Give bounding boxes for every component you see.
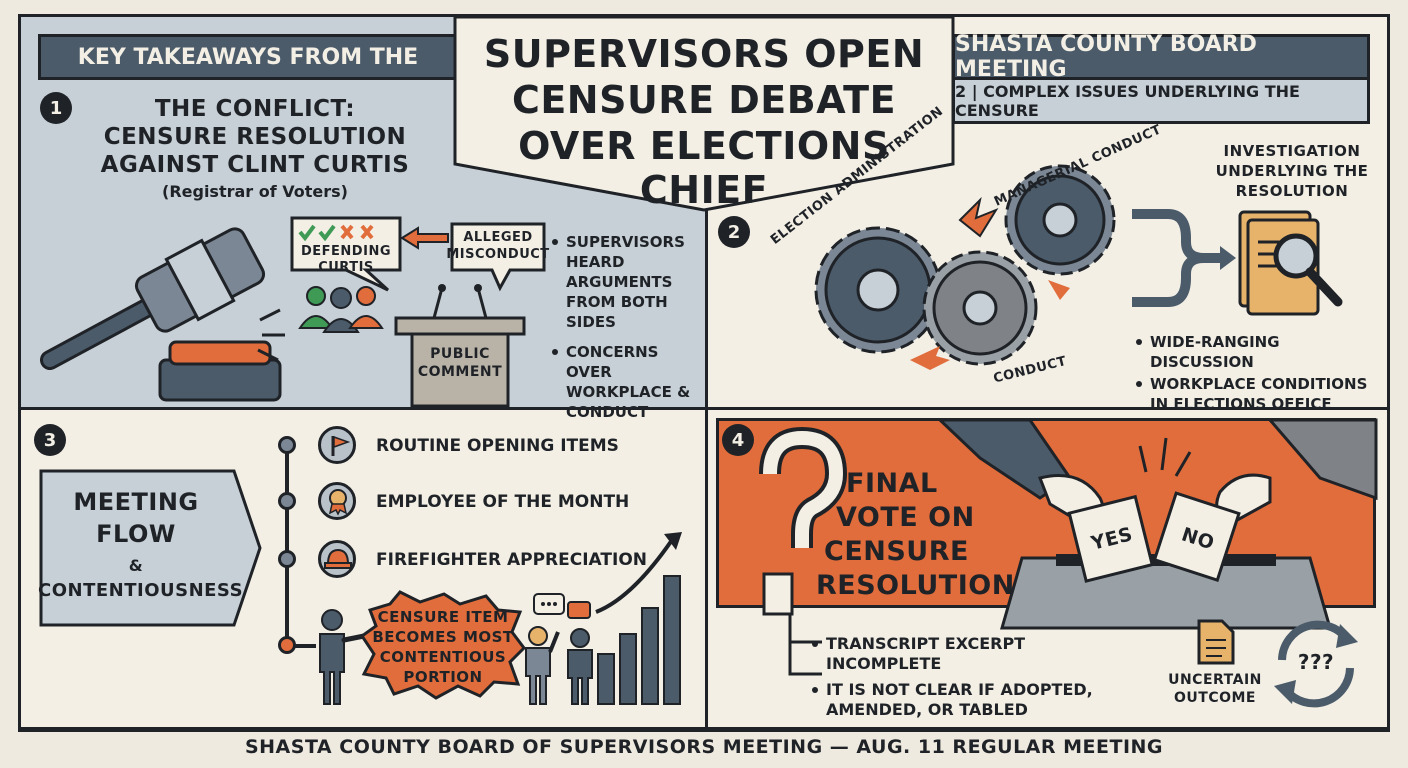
- panel-1-bullet: CONCERNS OVER WORKPLACE & CONDUCT: [552, 342, 702, 422]
- uncertain-label-line2: OUTCOME: [1174, 690, 1256, 706]
- misconduct-label-line1: ALLEGED: [463, 230, 533, 245]
- panel-1-number: 1: [40, 92, 72, 124]
- timeline-label: FIREFIGHTER APPRECIATION: [376, 550, 647, 570]
- left-ribbon: KEY TAKEAWAYS FROM THE: [38, 34, 458, 80]
- panel-4-number: 4: [722, 424, 754, 456]
- timeline-line: [285, 444, 289, 644]
- panel-2-bullet: WORKPLACE CONDITIONS IN ELECTIONS OFFICE: [1136, 374, 1380, 414]
- panel-4-heading-line2: VOTE ON: [836, 502, 975, 533]
- panel-1-heading-line3: AGAINST CLINT CURTIS: [100, 152, 410, 178]
- panel-3-number: 3: [34, 424, 66, 456]
- timeline-dot: [278, 550, 296, 568]
- page-title-line2: CENSURE DEBATE: [511, 78, 897, 122]
- subtitle-bar: 2 | COMPLEX ISSUES UNDERLYING THE CENSUR…: [952, 80, 1370, 124]
- gavel-icon: [40, 227, 285, 402]
- left-arrow-icon: [400, 226, 449, 250]
- uncertain-label-line1: UNCERTAIN: [1168, 672, 1262, 688]
- hands-ballot-box-icon: [936, 418, 1378, 630]
- document-icon: [1197, 619, 1235, 665]
- podium-label-line2: COMMENT: [417, 364, 503, 380]
- panel-3-heading-line2: FLOW: [96, 520, 176, 548]
- panel-2-bullet: WIDE-RANGING DISCUSSION: [1136, 332, 1380, 372]
- panel-4-bullet: TRANSCRIPT EXCERPT INCOMPLETE: [812, 634, 1112, 674]
- footer-text: SHASTA COUNTY BOARD OF SUPERVISORS MEETI…: [240, 736, 1168, 762]
- footer-band: [18, 730, 1390, 732]
- question-mark-icon: [759, 426, 848, 616]
- podium-label-line1: PUBLIC: [430, 346, 490, 362]
- misconduct-bubble: [450, 222, 546, 292]
- panel-2-bullets: WIDE-RANGING DISCUSSION WORKPLACE CONDIT…: [1136, 332, 1380, 424]
- timeline-label: EMPLOYEE OF THE MONTH: [376, 492, 630, 512]
- page-title-line1: SUPERVISORS OPEN: [483, 32, 925, 76]
- panel-4-heading-line1: FINAL: [846, 468, 938, 499]
- panel-4-bullets: TRANSCRIPT EXCERPT INCOMPLETE IT IS NOT …: [812, 634, 1112, 730]
- page-title-line3: OVER ELECTIONS CHIEF: [518, 124, 890, 212]
- flag-icon: [318, 426, 356, 464]
- panel-1-heading-line1: THE CONFLICT:: [154, 96, 356, 122]
- defending-bubble: [290, 216, 402, 292]
- panel-2-number: 2: [718, 216, 750, 248]
- rising-bar-chart-icon: [595, 532, 682, 705]
- timeline-dot: [278, 492, 296, 510]
- cycle-arrows-icon: [1274, 620, 1358, 708]
- timeline-label: ROUTINE OPENING ITEMS: [376, 436, 619, 456]
- panel-1-bullet: SUPERVISORS HEARD ARGUMENTS FROM BOTH SI…: [552, 232, 702, 332]
- burst-shape: [359, 590, 526, 700]
- panel-3-heading-line1: MEETING: [73, 488, 199, 516]
- panel-1-bullets: SUPERVISORS HEARD ARGUMENTS FROM BOTH SI…: [552, 232, 702, 432]
- defending-label-line2: CURTIS: [318, 260, 374, 275]
- helmet-glyph: [324, 548, 352, 569]
- investigation-label-line3: RESOLUTION: [1235, 182, 1349, 200]
- panel-4-heading-line3: CENSURE: [824, 536, 969, 567]
- timeline-dot: [278, 436, 296, 454]
- panel-3-heading-amp: &: [128, 556, 144, 575]
- panel-1-subheading: (Registrar of Voters): [162, 182, 348, 201]
- flag-glyph: [331, 435, 351, 456]
- misconduct-label-line2: MISCONDUCT: [446, 247, 550, 262]
- meeting-flow-tag: [39, 469, 262, 627]
- burst-label-line3: CONTENTIOUS: [379, 648, 507, 666]
- burst-label-line4: PORTION: [403, 668, 483, 686]
- title-banner: [453, 15, 955, 212]
- panel-4-heading-line4: RESOLUTION: [816, 570, 1015, 601]
- podium-icon: [394, 284, 526, 408]
- uncertain-mark: ???: [1297, 650, 1335, 674]
- investigation-label-line1: INVESTIGATION: [1223, 142, 1361, 160]
- crowd-icon: [298, 286, 384, 333]
- burst-label-line2: BECOMES MOST: [372, 628, 514, 646]
- arguing-person-icon: [319, 609, 367, 705]
- burst-label-line1: CENSURE ITEM: [377, 608, 509, 626]
- panel-4-bullet: IT IS NOT CLEAR IF ADOPTED, AMENDED, OR …: [812, 680, 1112, 720]
- right-ribbon: SHASTA COUNTY BOARD MEETING: [952, 32, 1370, 82]
- arguing-pair-icon: [525, 593, 593, 705]
- panel-3-heading-line3: CONTENTIOUSNESS: [38, 580, 244, 601]
- timeline-connector: [294, 644, 316, 648]
- gears-icon: [814, 164, 1116, 370]
- investigation-label-line2: UNDERLYING THE: [1215, 162, 1369, 180]
- merge-arrow-icon: [1132, 209, 1236, 307]
- folder-magnifier-icon: [1238, 210, 1343, 316]
- award-glyph: [328, 489, 348, 516]
- defending-label-line1: DEFENDING: [301, 244, 391, 259]
- panel-1-heading-line2: CENSURE RESOLUTION: [103, 124, 407, 150]
